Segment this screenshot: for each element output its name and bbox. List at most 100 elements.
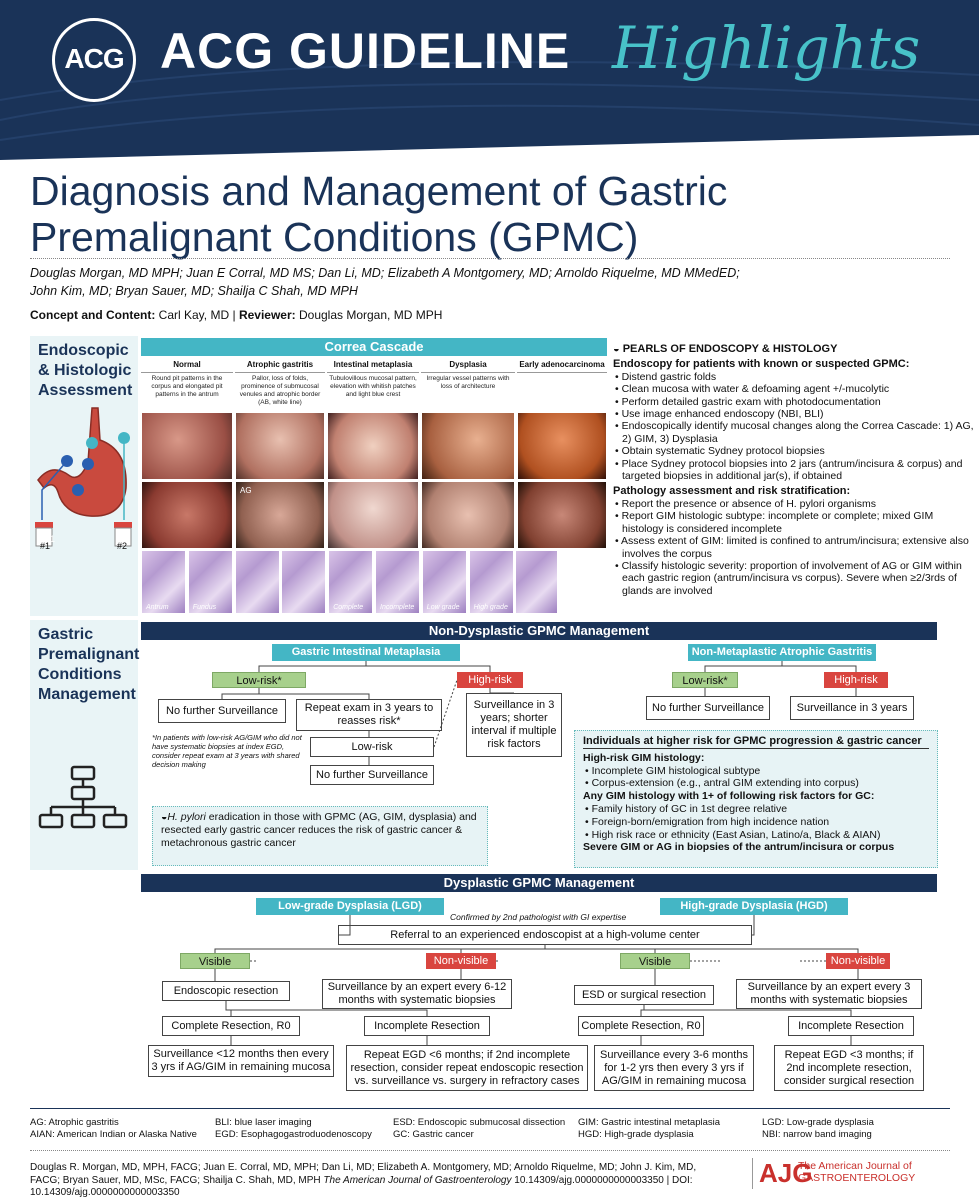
hgd-incomplete-text: Repeat EGD <3 months; if 2nd incomplete … bbox=[774, 1045, 924, 1091]
endoscopy-photo-normal-1 bbox=[141, 412, 233, 480]
correa-cascade-title: Correa Cascade bbox=[141, 338, 607, 356]
referral-box: Referral to an experienced endoscopist a… bbox=[338, 925, 752, 945]
pearls-endoscopy-item-0: Distend gastric folds bbox=[613, 371, 975, 383]
pearls-endoscopy-item-1: Clean mucosa with water & defoaming agen… bbox=[613, 383, 975, 395]
dysplastic-band: Dysplastic GPMC Management bbox=[141, 874, 937, 892]
pearls-pathology-item-0: Report the presence or absence of H. pyl… bbox=[613, 498, 975, 510]
histology-label-6: Low grade bbox=[426, 604, 460, 611]
risk-sub-histology: High-risk GIM histology: bbox=[583, 751, 705, 764]
cascade-stage-0: Normal bbox=[141, 357, 233, 373]
risk-sub-factors: Any GIM histology with 1+ of following r… bbox=[583, 790, 875, 803]
flowchart-icon bbox=[38, 765, 128, 829]
abbreviation-1-1: EGD: Esophagogastroduodenoscopy bbox=[215, 1129, 372, 1140]
histology-image-7: High grade bbox=[468, 550, 514, 614]
lgd-complete-r0: Complete Resection, R0 bbox=[162, 1016, 300, 1036]
risk-histology-item-0: • Incomplete GIM histological subtype bbox=[585, 764, 761, 777]
pearls-endoscopy-item-6: Place Sydney protocol biopsies into 2 ja… bbox=[613, 458, 975, 483]
cascade-stage-4: Early adenocarcinoma bbox=[517, 357, 607, 373]
pearls-pathology-item-3: Classify histologic severity: proportion… bbox=[613, 560, 975, 597]
jar-1-text: #1 bbox=[40, 541, 51, 551]
cascade-stage-1: Atrophic gastritis bbox=[235, 357, 325, 373]
nmag-no-surveillance: No further Surveillance bbox=[646, 696, 770, 720]
pearls-sub-endoscopy: Endoscopy for patients with known or sus… bbox=[613, 358, 910, 371]
header-script-title: Highlights bbox=[612, 14, 921, 82]
nmag-header: Non-Metaplastic Atrophic Gastritis bbox=[688, 644, 876, 661]
pearls-panel: ◒ PEARLS OF ENDOSCOPY & HISTOLOGY Endosc… bbox=[613, 343, 975, 597]
abbreviation-4-0: LGD: Low-grade dysplasia bbox=[762, 1117, 874, 1128]
risk-factor-item-0: • Family history of GC in 1st degree rel… bbox=[585, 802, 788, 815]
gim-high-risk-label: High-risk bbox=[457, 672, 523, 688]
gim-repeat-exam: Repeat exam in 3 years to reasses risk* bbox=[296, 699, 442, 731]
cascade-stage-desc-1: Pallor, loss of folds, prominence of sub… bbox=[239, 375, 321, 406]
gim-high-risk-surveillance: Surveillance in 3 years; shorter interva… bbox=[466, 693, 562, 757]
histology-label-5: Incomplete bbox=[380, 604, 415, 611]
header-banner: ACG ACG GUIDELINE Highlights bbox=[0, 0, 979, 165]
hgd-visible-label: Visible bbox=[620, 953, 690, 969]
histology-label-7: High grade bbox=[473, 604, 508, 611]
citation: Douglas R. Morgan, MD, MPH, FACG; Juan E… bbox=[30, 1162, 697, 1198]
risk-factor-item-1: • Foreign-born/emigration from high inci… bbox=[585, 815, 830, 828]
lgd-endoscopic-resection: Endoscopic resection bbox=[162, 981, 290, 1001]
endoscopy-photo-ag-1 bbox=[235, 412, 325, 480]
lgd-visible-label: Visible bbox=[180, 953, 250, 969]
gim-low-risk-box: Low-risk bbox=[310, 737, 434, 757]
endoscopy-photo-im-1 bbox=[327, 412, 419, 480]
histology-label-1: Fundus bbox=[192, 604, 217, 611]
abbreviation-0-0: AG: Atrophic gastritis bbox=[30, 1117, 119, 1128]
abbreviation-0-1: AIAN: American Indian or Alaska Native bbox=[30, 1129, 197, 1140]
endoscopy-photo-ca-1 bbox=[517, 412, 607, 480]
abbreviation-1-0: BLI: blue laser imaging bbox=[215, 1117, 312, 1128]
jar-2-text: #2 bbox=[117, 541, 128, 551]
endoscopy-photo-ag-2: AG bbox=[235, 481, 325, 549]
hgd-incomplete: Incomplete Resection bbox=[788, 1016, 914, 1036]
risk-title: Individuals at higher risk for GPMC prog… bbox=[583, 735, 929, 749]
pearls-pathology-item-1: Report GIM histologic subtype: incomplet… bbox=[613, 510, 975, 535]
risk-histology-item-1: • Corpus-extension (e.g., antral GIM ext… bbox=[585, 777, 859, 790]
abbreviation-3-0: GIM: Gastric intestinal metaplasia bbox=[578, 1117, 721, 1128]
ajg-logo: AJG bbox=[752, 1158, 812, 1189]
endoscopy-photo-normal-2 bbox=[141, 481, 233, 549]
stomach-diagram-icon bbox=[35, 407, 132, 547]
gim-no-further-surveillance: No further Surveillance bbox=[310, 765, 434, 785]
lgd-header: Low-grade Dysplasia (LGD) bbox=[256, 898, 444, 915]
authors: Douglas Morgan, MD MPH; Juan E Corral, M… bbox=[30, 266, 740, 298]
histology-image-3 bbox=[281, 550, 327, 614]
pearls-endoscopy-item-2: Perform detailed gastric exam with photo… bbox=[613, 396, 975, 408]
jar-1-label: #1 bbox=[44, 534, 55, 544]
high-risk-individuals-box: Individuals at higher risk for GPMC prog… bbox=[574, 730, 938, 868]
section-gpmc-panel bbox=[30, 620, 138, 870]
gim-footnote: *In patients with low-risk AG/GIM who di… bbox=[152, 733, 302, 769]
confirmed-note: Confirmed by 2nd pathologist with GI exp… bbox=[450, 912, 627, 922]
risk-sub-severe: Severe GIM or AG in biopsies of the antr… bbox=[583, 841, 895, 854]
nmag-surveillance-3y: Surveillance in 3 years bbox=[790, 696, 914, 720]
abbreviation-2-0: ESD: Endoscopic submucosal dissection bbox=[393, 1117, 566, 1128]
pearls-title: PEARLS OF ENDOSCOPY & HISTOLOGY bbox=[622, 343, 838, 355]
abbreviation-4-1: NBI: narrow band imaging bbox=[762, 1129, 872, 1140]
risk-factor-item-2: • High risk race or ethnicity (East Asia… bbox=[585, 828, 881, 841]
footer-divider bbox=[30, 1150, 950, 1151]
lgd-incomplete: Incomplete Resection bbox=[364, 1016, 490, 1036]
hgd-nonvisible-label: Non-visible bbox=[826, 953, 890, 969]
histology-label-0: Antrum bbox=[146, 604, 169, 611]
pearls-endoscopy-item-5: Obtain systematic Sydney protocol biopsi… bbox=[613, 445, 975, 457]
nmag-high-risk-label: High-risk bbox=[824, 672, 888, 688]
pearls-sub-pathology: Pathology assessment and risk stratifica… bbox=[613, 485, 851, 498]
hgd-resection: ESD or surgical resection bbox=[574, 985, 714, 1005]
histology-image-4: Complete bbox=[328, 550, 374, 614]
credits: Concept and Content: Carl Kay, MD | Revi… bbox=[30, 308, 443, 322]
abbrev-divider bbox=[30, 1108, 950, 1109]
pearls-endoscopy-item-4: Endoscopically identify mucosal changes … bbox=[613, 420, 975, 445]
shell-icon: ◒ bbox=[613, 343, 620, 355]
histology-image-1: Fundus bbox=[187, 550, 233, 614]
gim-header: Gastric Intestinal Metaplasia bbox=[272, 644, 460, 661]
hgd-surveillance: Surveillance by an expert every 3 months… bbox=[736, 979, 922, 1009]
divider bbox=[30, 258, 950, 259]
cascade-stage-desc-4 bbox=[517, 375, 607, 409]
endoscopy-photo-ca-2 bbox=[517, 481, 607, 549]
histology-image-0: Antrum bbox=[141, 550, 186, 614]
acg-logo: ACG bbox=[52, 18, 136, 102]
endoscopy-photo-dys-1 bbox=[421, 412, 515, 480]
